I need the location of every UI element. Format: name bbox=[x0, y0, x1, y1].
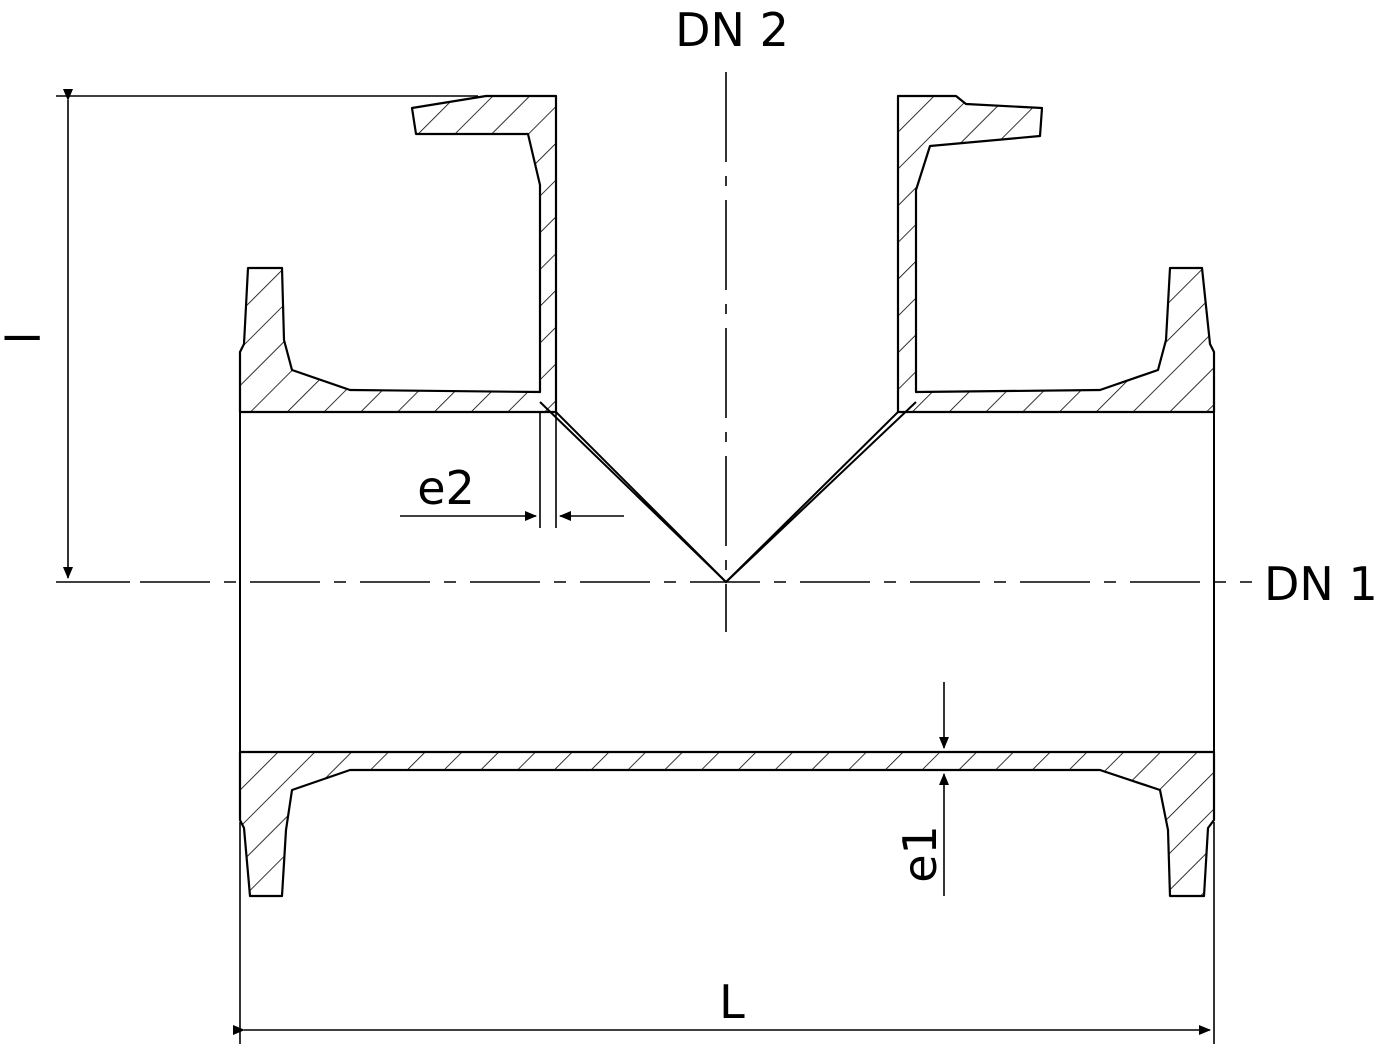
section-top-right bbox=[896, 94, 1216, 414]
labels: DN 2 DN 1 e2 e1 l L bbox=[0, 3, 1378, 1029]
tee-body bbox=[238, 94, 1216, 898]
label-e2: e2 bbox=[417, 461, 475, 515]
section-bottom bbox=[238, 750, 1216, 898]
label-dn2: DN 2 bbox=[675, 3, 789, 57]
dimension-lines bbox=[56, 89, 1215, 1044]
label-dn1: DN 1 bbox=[1264, 557, 1378, 611]
label-e1: e1 bbox=[893, 825, 947, 883]
centerlines bbox=[140, 72, 1252, 632]
label-l-height: l bbox=[0, 332, 51, 345]
label-L-length: L bbox=[719, 975, 745, 1029]
bore-outlines bbox=[239, 401, 1215, 752]
section-top-left bbox=[238, 94, 558, 414]
